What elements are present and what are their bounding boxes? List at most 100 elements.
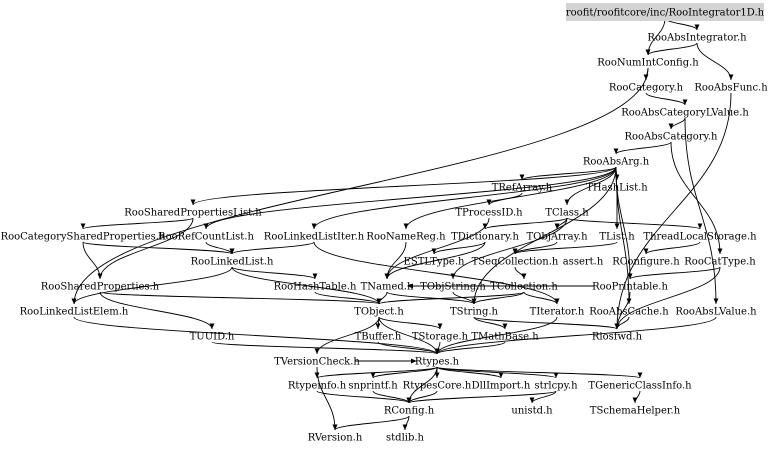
node-rtypescore-h[interactable]: RtypesCore.h: [403, 381, 472, 392]
node-rooabsarg-h[interactable]: RooAbsArg.h: [583, 157, 650, 168]
edge-rooabsarg-h-to-roorefcountlist-h: [203, 166, 617, 230]
node-rooabsfunc-h[interactable]: RooAbsFunc.h: [694, 83, 768, 94]
edge-roosharedpropertieslist-h-to-roocategorysharedproperties-h: [80, 217, 194, 230]
node-tcollection-h[interactable]: TCollection.h: [490, 282, 558, 293]
node-roolinkedlist-h[interactable]: RooLinkedList.h: [191, 257, 274, 268]
edge-rooabsarg-h-to-tclass-h: [564, 166, 617, 206]
node-rooabscategorylvalue-h[interactable]: RooAbsCategoryLValue.h: [621, 108, 749, 119]
node-tclass-h[interactable]: TClass.h: [545, 208, 589, 219]
edge-rtypeinfo-h-to-rconfig-h: [316, 390, 412, 404]
root-node-label[interactable]: roofit/roofitcore/inc/RooIntegrator1D.h: [566, 8, 765, 19]
node-roocattype-h[interactable]: RooCatType.h: [684, 257, 756, 268]
node-threadlocalstorage-h[interactable]: ThreadLocalStorage.h: [643, 232, 757, 243]
node-trefarray-h[interactable]: TRefArray.h: [492, 183, 553, 194]
edge-rtypes-h-to-tgenericclassinfo-h: [436, 366, 643, 379]
node-snprintf-h[interactable]: snprintf.h: [348, 381, 398, 392]
node-tdictionary-h[interactable]: TDictionary.h: [451, 232, 519, 243]
node-rconfig-h[interactable]: RConfig.h: [384, 406, 435, 417]
edge-rooabsarg-h-to-roosharedpropertieslist-h: [190, 166, 617, 206]
node-tbuffer-h[interactable]: TBuffer.h: [355, 332, 402, 343]
node-rooprintable-h[interactable]: RooPrintable.h: [592, 282, 668, 293]
edge-tclass-h-to-threadlocalstorage-h: [566, 217, 703, 230]
edge-tdictionary-h-to-tnamed-h: [384, 241, 486, 280]
edge-rooabscategory-h-to-roocattype-h: [670, 141, 723, 255]
node-tgenericclassinfo-h[interactable]: TGenericClassInfo.h: [588, 381, 692, 392]
edge-roolinkedlistelem-h-to-rtypes-h: [73, 316, 440, 355]
node-tobjarray-h[interactable]: TObjArray.h: [526, 232, 588, 243]
node-roorefcountlist-h[interactable]: RooRefCountList.h: [158, 232, 254, 243]
node-thashlist-h[interactable]: THashList.h: [586, 183, 648, 194]
edge-rooabsfunc-h-to-riosfwd-h: [614, 92, 732, 330]
node-roosharedproperties-h[interactable]: RooSharedProperties.h: [41, 282, 160, 293]
node-assert-h[interactable]: assert.h: [563, 257, 604, 268]
node-roolinkedlistelem-h[interactable]: RooLinkedListElem.h: [20, 307, 129, 318]
edge-rtypes-h-to-snprintf-h: [370, 366, 438, 379]
edge-roocattype-h-to-riosfwd-h: [614, 266, 721, 330]
edge-tgenericclassinfo-h-to-tschemahelper-h: [632, 390, 641, 404]
edge-roocategorysharedproperties-h-to-roosharedproperties-h: [82, 241, 103, 280]
edge-tstring-h-to-tmathbase-h: [473, 316, 508, 330]
node-tschemahelper-h[interactable]: TSchemaHelper.h: [590, 406, 681, 417]
node-rooabslvalue-h[interactable]: RooAbsLValue.h: [675, 307, 757, 318]
node-tuuid-h[interactable]: TUUID.h: [190, 332, 235, 343]
node-tobjstring-h[interactable]: TObjString.h: [420, 282, 486, 293]
edge-rooabsintegrator-h-to-roonumintconfig-h: [645, 42, 698, 56]
edge-rooabscategorylvalue-h-to-rooabslvalue-h: [684, 117, 719, 305]
node-rooabscache-h[interactable]: RooAbsCache.h: [589, 307, 669, 318]
node-roocategory-h[interactable]: RooCategory.h: [609, 83, 684, 94]
node-tseqcollection-h[interactable]: TSeqCollection.h: [472, 257, 559, 268]
edge-rooabslvalue-h-to-rtypes-h: [434, 316, 717, 355]
edge-roolinkedlistiter-h-to-titerator-h: [313, 241, 560, 305]
edge-roocattype-h-to-rooprintable-h: [627, 266, 721, 280]
node-rtypeinfo-h[interactable]: Rtypeinfo.h: [288, 381, 347, 392]
node-tmathbase-h[interactable]: TMathBase.h: [471, 332, 539, 343]
node-tprocessid-h[interactable]: TProcessID.h: [455, 208, 523, 219]
edge-rooabsintegrator-h-to-rooabsfunc-h: [696, 42, 734, 81]
node-tstorage-h[interactable]: TStorage.h: [412, 332, 469, 343]
edge-roolinkedlistiter-h-to-roolinkedlist-h: [229, 241, 315, 255]
node-roolinkedlistiter-h[interactable]: RooLinkedListIter.h: [264, 232, 365, 243]
edge-roosharedproperties-h-to-tobject-h: [99, 291, 382, 305]
node-riosfwd-h[interactable]: Riosfwd.h: [592, 332, 643, 343]
edge-rooabscategory-h-to-rooabsarg-h: [613, 141, 672, 155]
edge-roocategorysharedproperties-h-to-roolinkedlist-h: [82, 241, 235, 255]
node-tlist-h[interactable]: TList.h: [599, 232, 635, 243]
node-titerator-h[interactable]: TIterator.h: [530, 307, 585, 318]
edge-tclass-h-to-tdictionary-h: [482, 217, 568, 230]
node-tstring-h[interactable]: TString.h: [450, 307, 499, 318]
node-tobject-h[interactable]: TObject.h: [354, 307, 404, 318]
edge-roolinkedlist-h-to-tobject-h: [231, 266, 382, 305]
root-node-box: [566, 3, 764, 21]
node-dllimport-h[interactable]: DllImport.h: [472, 381, 531, 392]
node-roosharedpropertieslist-h[interactable]: RooSharedPropertiesList.h: [124, 208, 262, 219]
node-tversioncheck-h[interactable]: TVersionCheck.h: [274, 357, 360, 368]
node-estltype-h[interactable]: ESTLType.h: [404, 257, 465, 268]
graph-edges: [71, 17, 734, 431]
node-roocategorysharedproperties-h[interactable]: RooCategorySharedProperties.h: [1, 232, 166, 243]
node-tnamed-h[interactable]: TNamed.h: [361, 282, 414, 293]
edge-roocategory-h-to-rooabscategorylvalue-h: [645, 92, 688, 106]
node-unistd-h[interactable]: unistd.h: [511, 406, 553, 417]
edge-strlcpy-h-to-rconfig-h: [406, 390, 557, 404]
node-strlcpy-h[interactable]: strlcpy.h: [534, 381, 578, 392]
graph-nodes: roofit/roofitcore/inc/RooIntegrator1D.hR…: [1, 3, 768, 444]
edge-threadlocalstorage-h-to-rconfigure-h: [643, 241, 701, 255]
edge-rooabscategorylvalue-h-to-rooabscategory-h: [668, 117, 686, 130]
node-stdlib-h[interactable]: stdlib.h: [386, 433, 425, 444]
node-rooabsintegrator-h[interactable]: RooAbsIntegrator.h: [647, 33, 747, 44]
edge-rooabsarg-h-to-rooabscache-h: [615, 166, 632, 305]
node-rooabscategory-h[interactable]: RooAbsCategory.h: [624, 132, 718, 143]
node-roonumintconfig-h[interactable]: RooNumIntConfig.h: [597, 58, 699, 69]
edge-rooabsarg-h-to-roolinkedlistiter-h: [311, 166, 617, 230]
node-rversion-h[interactable]: RVersion.h: [308, 433, 363, 444]
edge-tcollection-h-to-tobject-h: [376, 291, 525, 305]
edge-roosharedproperties-h-to-tuuid-h: [99, 291, 215, 330]
edge-rconfig-h-to-rversion-h: [332, 415, 410, 431]
edge-tcollection-h-to-titerator-h: [523, 291, 560, 305]
node-roohashtable-h[interactable]: RooHashTable.h: [274, 282, 357, 293]
edge-roonumintconfig-h-to-roolinkedlistelem-h: [71, 67, 649, 305]
node-roonamereg-h[interactable]: RooNameReg.h: [366, 232, 446, 243]
node-rtypes-h[interactable]: Rtypes.h: [415, 357, 460, 368]
node-rconfigure-h[interactable]: RConfigure.h: [612, 257, 680, 268]
